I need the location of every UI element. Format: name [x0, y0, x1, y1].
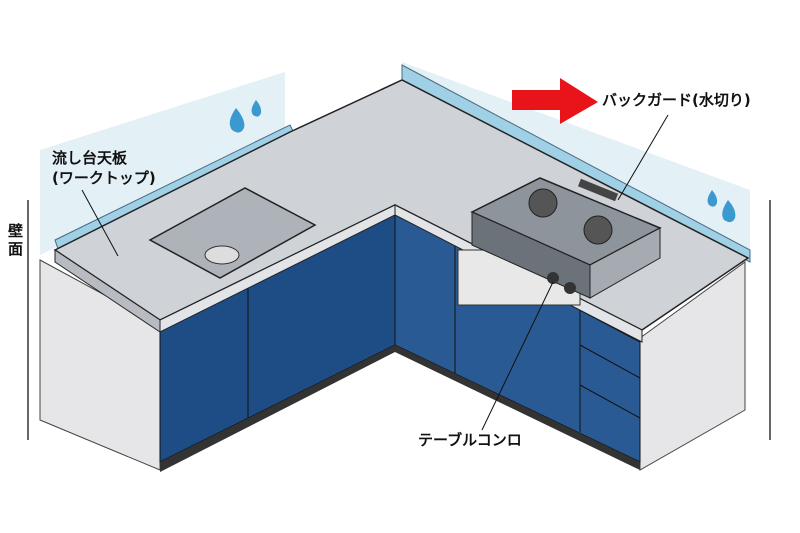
- burner-right: [583, 215, 613, 245]
- red-arrow-icon: [512, 78, 598, 124]
- stove-side: [589, 227, 661, 299]
- stove-knob: [564, 282, 576, 294]
- worktop-label-line1: 流し台天板: [52, 149, 128, 167]
- worktop-label: 流し台天板 (ワークトップ): [52, 148, 156, 188]
- plinth-left: [160, 345, 395, 472]
- water-drop-icon: [707, 190, 718, 207]
- wall-label: 壁面: [8, 222, 24, 258]
- drawer-line: [579, 344, 641, 379]
- sink-bowl: [148, 187, 317, 279]
- sink-drain: [204, 245, 240, 265]
- leader-line-stove: [481, 281, 554, 431]
- grill-vent: [577, 178, 619, 202]
- worktop-label-line2: (ワークトップ): [52, 169, 156, 187]
- backguard-right: [401, 64, 751, 263]
- backguard-label: バックガード(水切り): [602, 91, 751, 109]
- water-drop-icon: [722, 200, 736, 223]
- burner-left: [528, 188, 558, 218]
- stove-knob: [547, 272, 559, 284]
- stove-label: テーブルコンロ: [418, 431, 522, 449]
- plinth-right: [395, 345, 640, 470]
- left-wall: [40, 72, 285, 255]
- water-drop-icon: [229, 108, 245, 133]
- leader-line-backguard: [617, 114, 669, 201]
- drawer-line: [579, 384, 641, 419]
- leader-line-worktop: [81, 189, 119, 257]
- water-drop-icon: [251, 100, 262, 117]
